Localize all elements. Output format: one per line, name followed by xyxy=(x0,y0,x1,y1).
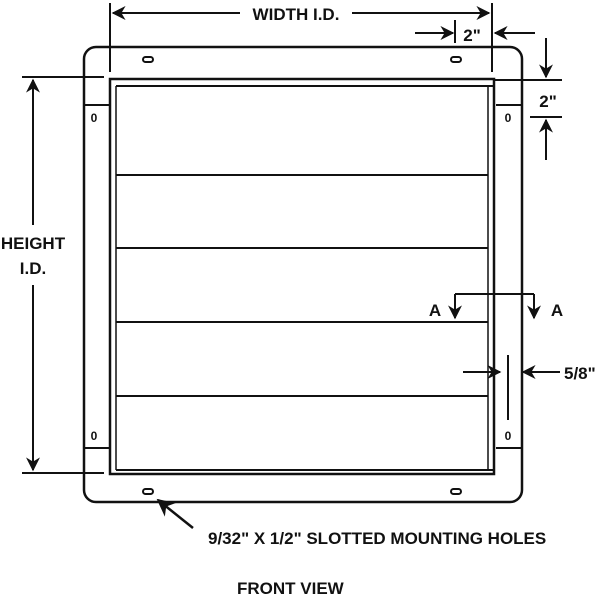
width-label: WIDTH I.D. xyxy=(253,5,340,24)
mounting-holes-callout: 9/32" X 1/2" SLOTTED MOUNTING HOLES xyxy=(208,529,546,548)
section-marker-right: A xyxy=(551,301,563,320)
height-label-line2: I.D. xyxy=(20,259,46,278)
outer-frame xyxy=(82,45,524,504)
flange-top-label: 2" xyxy=(463,26,481,45)
hinge-mark: 0 xyxy=(505,429,512,443)
hinge-mark: 0 xyxy=(91,111,98,125)
view-title: FRONT VIEW xyxy=(237,579,345,598)
section-marker-left: A xyxy=(429,301,441,320)
flange-side-label: 2" xyxy=(539,92,557,111)
louver-opening xyxy=(108,77,496,476)
hinge-mark: 0 xyxy=(505,111,512,125)
depth-label: 5/8" xyxy=(564,364,596,383)
hinge-mark: 0 xyxy=(91,429,98,443)
louver-slats xyxy=(116,174,488,397)
mounting-slots xyxy=(142,56,462,495)
height-label-line1: HEIGHT xyxy=(1,234,66,253)
